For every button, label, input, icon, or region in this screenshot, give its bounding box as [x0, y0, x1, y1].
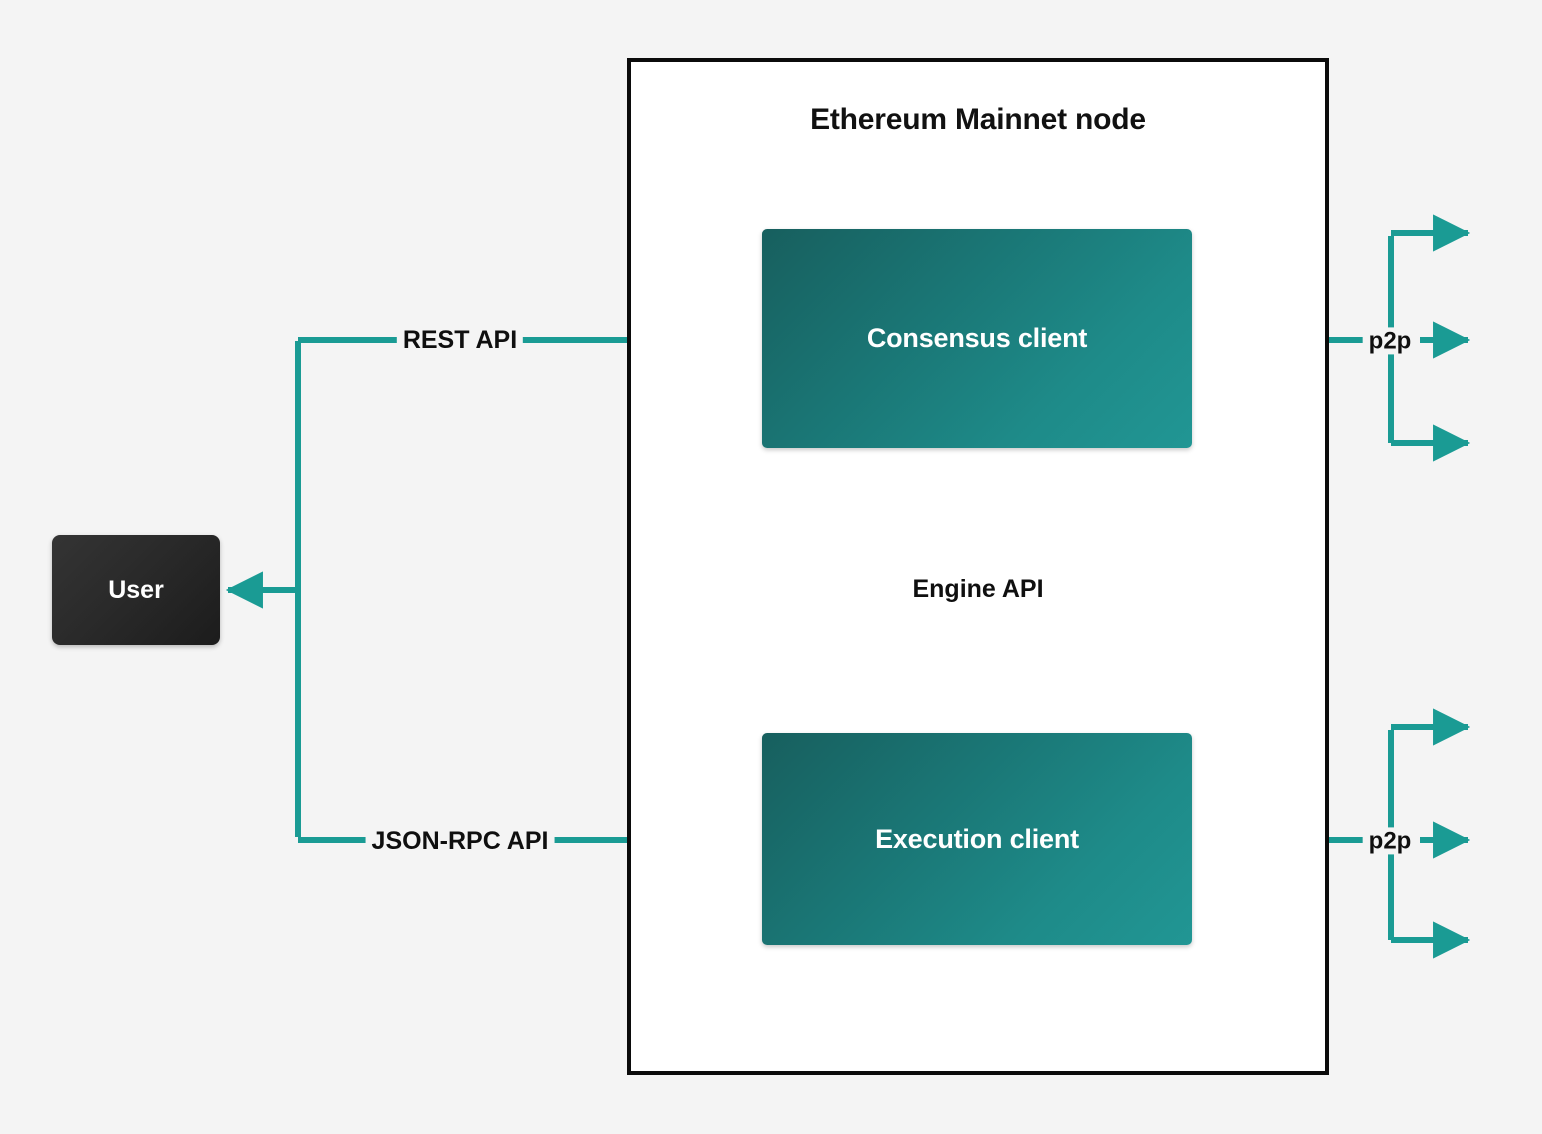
user-box[interactable]: User — [52, 535, 220, 645]
p2p-top-label: p2p — [1362, 327, 1418, 355]
execution-client-label: Execution client — [875, 823, 1079, 854]
p2p-bottom-label: p2p — [1362, 827, 1418, 855]
json-rpc-api-label: JSON-RPC API — [365, 826, 555, 856]
user-label: User — [108, 575, 164, 604]
engine-api-label: Engine API — [906, 574, 1050, 604]
consensus-client-label: Consensus client — [866, 323, 1088, 353]
node-title: Ethereum Mainnet node — [810, 103, 1146, 136]
consensus-client-box[interactable]: Consensus client — [762, 229, 1192, 448]
rest-api-label: REST API — [396, 325, 524, 355]
execution-client-box[interactable]: Execution client — [762, 733, 1192, 945]
